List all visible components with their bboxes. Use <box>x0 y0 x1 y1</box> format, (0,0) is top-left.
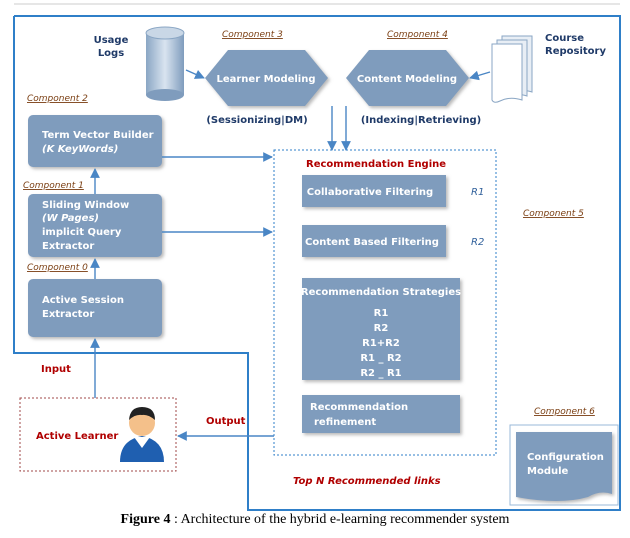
input-label: Input <box>41 364 71 375</box>
collaborative-filtering-label: Collaborative Filtering <box>307 187 433 198</box>
configuration-module-line2: Module <box>527 466 569 477</box>
content-modeling-label: Content Modeling <box>357 74 457 85</box>
sliding-window-line1: Sliding Window <box>42 200 129 211</box>
recommendation-engine-title: Recommendation Engine <box>306 159 446 170</box>
strategy-item: R1+R2 <box>362 338 400 349</box>
learner-modeling-shape <box>205 50 328 106</box>
figure-caption: Figure 4 : Architecture of the hybrid e-… <box>0 512 630 528</box>
sliding-window-box <box>28 194 162 257</box>
r2-label: R2 <box>471 237 484 248</box>
content-based-filtering-box <box>302 225 446 257</box>
configuration-module-box <box>516 432 612 501</box>
term-vector-builder-line2: (K KeyWords) <box>42 144 118 155</box>
component-4-label: Component 4 <box>387 30 448 40</box>
recommendation-refinement-box <box>302 395 460 433</box>
usage-logs-label-line2: Logs <box>98 48 124 59</box>
strategy-item: R1 _ R2 <box>360 353 401 364</box>
recommendation-refinement-line1: Recommendation <box>310 402 408 413</box>
sliding-window-line2: (W Pages) <box>42 213 99 224</box>
system-border <box>13 15 621 511</box>
indexing-label: (Indexing|Retrieving) <box>361 115 481 126</box>
sessionizing-label: (Sessionizing|DM) <box>206 115 307 126</box>
component-5-label: Component 5 <box>523 209 584 219</box>
strategy-item: R2 <box>374 323 389 334</box>
active-learner-frame <box>19 397 177 472</box>
figure-caption-label: Figure 4 <box>120 512 171 527</box>
component-0-label: Component 0 <box>27 263 88 273</box>
content-based-filtering-label: Content Based Filtering <box>305 237 439 248</box>
sliding-window-line4: Extractor <box>42 241 94 252</box>
database-cylinder-icon <box>145 26 185 101</box>
active-session-line2: Extractor <box>42 309 94 320</box>
arrow-usage-logs-to-learner-modeling <box>185 69 205 79</box>
term-vector-builder-box <box>28 115 162 167</box>
top-n-links-label: Top N Recommended links <box>293 476 441 487</box>
component-2-label: Component 2 <box>27 94 88 104</box>
user-avatar-icon <box>120 407 164 462</box>
content-modeling-shape <box>346 50 469 106</box>
active-session-line1: Active Session <box>42 295 124 306</box>
term-vector-builder-line1: Term Vector Builder <box>42 130 154 141</box>
component-1-label: Component 1 <box>23 181 84 191</box>
recommendation-engine-container <box>273 149 497 456</box>
document-stack-icon <box>491 35 533 103</box>
flow-arrows <box>90 69 491 441</box>
strategy-item: R1 <box>374 308 389 319</box>
component-3-label: Component 3 <box>222 30 283 40</box>
recommendation-refinement-line2: refinement <box>314 417 376 428</box>
recommendation-strategies-box <box>302 278 460 380</box>
collaborative-filtering-box <box>302 175 446 207</box>
active-session-box <box>28 279 162 337</box>
strategy-item: R2 _ R1 <box>360 368 401 379</box>
course-repository-label-line2: Repository <box>545 46 606 57</box>
component-6-label: Component 6 <box>534 407 595 417</box>
configuration-module-line1: Configuration <box>527 452 604 463</box>
figure-caption-text: : Architecture of the hybrid e-learning … <box>170 512 510 527</box>
sliding-window-line3: implicit Query <box>42 227 122 238</box>
output-label: Output <box>206 416 246 427</box>
active-learner-label: Active Learner <box>36 431 118 442</box>
arrow-repository-to-content-modeling <box>469 70 491 81</box>
component-6-frame <box>509 424 619 506</box>
r1-label: R1 <box>471 187 484 198</box>
learner-modeling-label: Learner Modeling <box>216 74 315 85</box>
recommendation-strategies-title: Recommendation Strategies <box>301 287 461 298</box>
usage-logs-label-line1: Usage <box>94 35 129 46</box>
course-repository-label-line1: Course <box>545 33 584 44</box>
